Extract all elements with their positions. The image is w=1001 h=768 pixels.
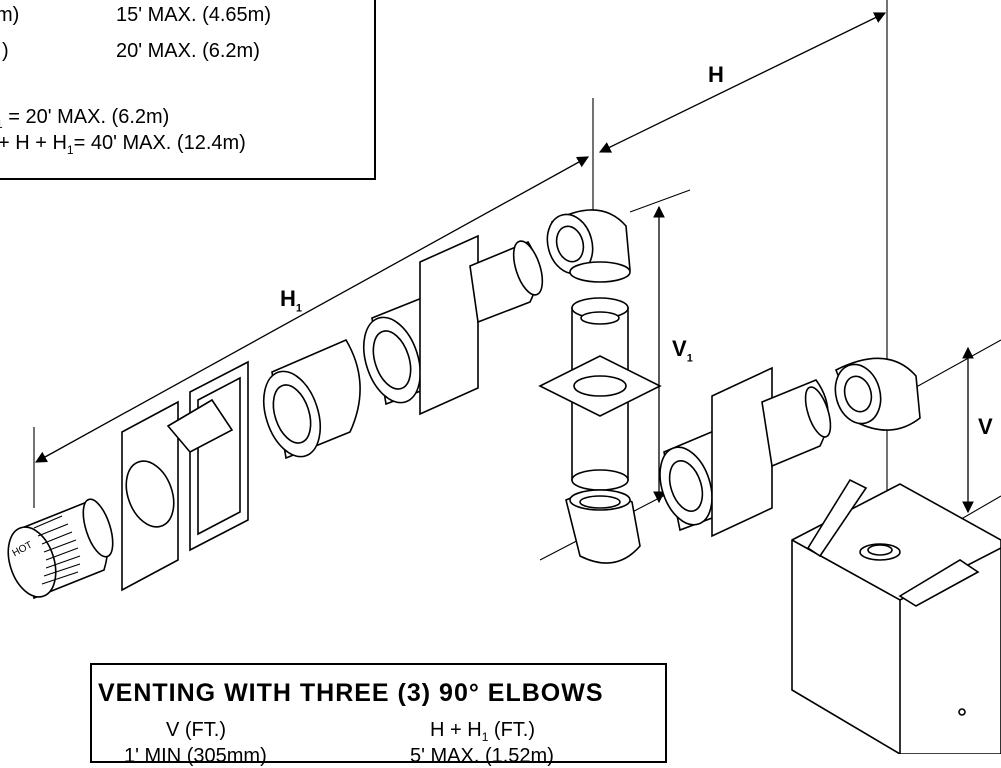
h1-label-text: H bbox=[280, 286, 296, 311]
top-line3: 1 = 20' MAX. (6.2m) bbox=[0, 106, 169, 131]
top-line4-pre: + H + H bbox=[0, 132, 67, 154]
bottom-col2-pre: H + H bbox=[430, 719, 482, 741]
bottom-row1-col2: 5' MAX. (1.52m) bbox=[410, 745, 554, 767]
v1-label-sub: 1 bbox=[686, 352, 693, 365]
top-row1-right: 15' MAX. (4.65m) bbox=[116, 4, 271, 26]
dimension-lines bbox=[34, 12, 974, 514]
lower-elbow bbox=[565, 489, 641, 564]
bottom-table-title: VENTING WITH THREE (3) 90° ELBOWS bbox=[98, 679, 604, 707]
top-row2-left: ) bbox=[2, 40, 9, 62]
v-label-text: V bbox=[978, 414, 993, 439]
bottom-row1-col1: 1' MIN (305mm) bbox=[124, 745, 267, 767]
top-row1-left: m) bbox=[0, 4, 20, 26]
upper-elbow bbox=[546, 209, 631, 283]
h-label-text: H bbox=[708, 62, 724, 87]
h1-dimension-line bbox=[34, 156, 590, 463]
vertical-pipe bbox=[538, 297, 662, 491]
top-line3-sub: 1 bbox=[0, 117, 3, 131]
wall-plates bbox=[121, 360, 249, 592]
v1-label-text: V bbox=[672, 336, 687, 361]
h1-label-sub: 1 bbox=[295, 302, 303, 315]
h1-label: H1 bbox=[280, 286, 302, 314]
top-row2-right: 20' MAX. (6.2m) bbox=[116, 40, 260, 62]
bottom-col2-post: (FT.) bbox=[488, 719, 536, 741]
vent-pipe-sections bbox=[262, 234, 544, 460]
top-line4-sub: 1 bbox=[66, 143, 74, 157]
h-dimension-line bbox=[598, 12, 887, 153]
top-line4-post: = 40' MAX. (12.4m) bbox=[73, 132, 246, 154]
termination-cap bbox=[7, 498, 114, 600]
top-line4: + H + H1= 40' MAX. (12.4m) bbox=[0, 132, 246, 157]
bottom-col2-header: H + H1 (FT.) bbox=[430, 719, 535, 744]
bottom-venting-table: VENTING WITH THREE (3) 90° ELBOWS V (FT.… bbox=[90, 663, 667, 767]
right-pipe-group bbox=[659, 366, 832, 538]
top-line3-text: = 20' MAX. (6.2m) bbox=[2, 106, 170, 128]
bottom-col1-header: V (FT.) bbox=[166, 719, 226, 741]
right-elbow bbox=[834, 357, 921, 431]
furnace-unit bbox=[791, 478, 1001, 755]
top-venting-table: m) 15' MAX. (4.65m) ) 20' MAX. (6.2m) 1 … bbox=[0, 0, 376, 180]
v1-label: V1 bbox=[672, 336, 693, 364]
bottom-col2-sub: 1 bbox=[481, 730, 489, 744]
h-label: H bbox=[708, 62, 724, 88]
v-label: V bbox=[978, 414, 993, 440]
